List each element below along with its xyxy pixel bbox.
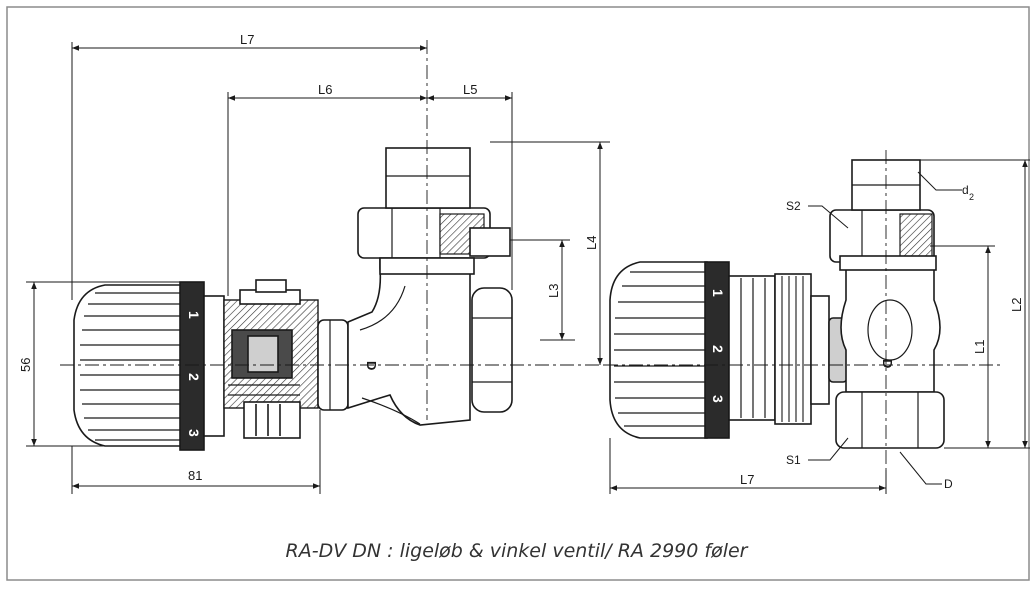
- body-mark-left: D: [364, 361, 379, 370]
- straight-valve-assembly: [609, 159, 945, 449]
- dim-label-81: 81: [188, 468, 202, 483]
- knob-mark-3-left: 3: [186, 429, 202, 437]
- knob-mark-2-right: 2: [710, 345, 726, 353]
- thermostat-head-right: [609, 261, 776, 439]
- dim-label-l4: L4: [584, 236, 599, 250]
- thermostat-head-left: [73, 281, 225, 451]
- label-d2: d: [962, 183, 969, 197]
- centerlines-right: [604, 150, 1000, 470]
- label-s2: S2: [786, 199, 801, 213]
- dimension-labels-left: L7 L6 L5 L4 L3 56 81: [18, 32, 599, 483]
- dimensions-right: [609, 159, 1030, 494]
- knob-mark-1-right: 1: [710, 289, 726, 297]
- label-d2-subscript: 2: [969, 192, 974, 202]
- dim-label-l1: L1: [972, 340, 987, 354]
- section-cut-left: [223, 279, 319, 439]
- dim-label-l7-top: L7: [240, 32, 254, 47]
- frame-border: [6, 6, 1030, 581]
- valve-elbow-body: [347, 254, 471, 426]
- dim-label-l7-bottom: L7: [740, 472, 754, 487]
- angle-valve-assembly: [73, 147, 513, 451]
- figure-caption: RA-DV DN : ligeløb & vinkel ventil/ RA 2…: [285, 540, 748, 562]
- dim-label-l6: L6: [318, 82, 332, 97]
- knob-mark-3-right: 3: [710, 395, 726, 403]
- dim-label-56: 56: [18, 358, 33, 372]
- dim-label-l3: L3: [546, 284, 561, 298]
- dimensions-left: [26, 42, 610, 494]
- dim-label-l2: L2: [1009, 298, 1024, 312]
- dimension-labels-right: L7 L1 L2 S2 S1 D d 2: [740, 183, 1024, 491]
- body-mark-right: D: [880, 359, 895, 368]
- centerlines-left: [60, 40, 610, 420]
- knob-mark-1-left: 1: [186, 311, 202, 319]
- label-d: D: [944, 477, 953, 491]
- label-s1: S1: [786, 453, 801, 467]
- knob-mark-2-left: 2: [186, 373, 202, 381]
- dim-label-l5: L5: [463, 82, 477, 97]
